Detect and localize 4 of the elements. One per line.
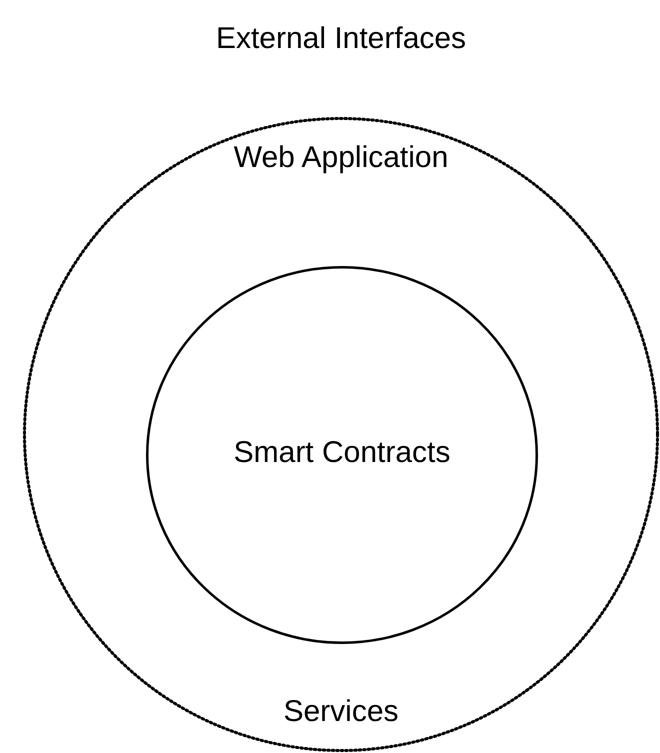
diagram-title: External Interfaces [216, 22, 466, 56]
layer-label: Services [283, 695, 399, 729]
layer-label: Smart Contracts [234, 436, 450, 470]
layer-label: Web Application [234, 141, 448, 175]
